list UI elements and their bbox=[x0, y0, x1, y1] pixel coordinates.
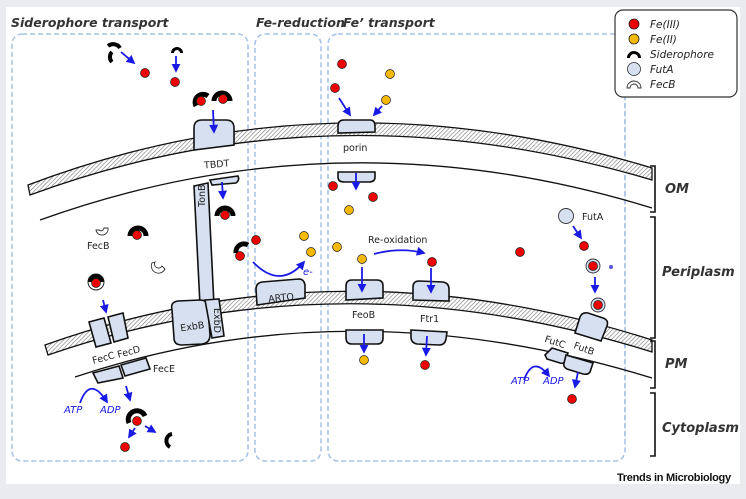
journal-footer: Trends in Microbiology bbox=[617, 472, 732, 484]
legend-fecb-icon bbox=[626, 80, 642, 89]
exbb-label: ExbB bbox=[180, 320, 205, 334]
fe2-ion bbox=[306, 247, 316, 257]
atp-hydrolysis-arrow bbox=[523, 365, 551, 381]
legend-fecb-label: FecB bbox=[650, 79, 675, 91]
fecc-protein bbox=[88, 317, 112, 348]
fe2-ion bbox=[344, 205, 354, 215]
siderophore-fe-complex-icon bbox=[214, 205, 236, 217]
adp-label: ADP bbox=[99, 405, 122, 416]
porin-label: porin bbox=[343, 143, 367, 154]
fe2-ion bbox=[385, 69, 395, 79]
legend-fe2-icon bbox=[628, 33, 640, 45]
small-blue-dot bbox=[609, 265, 613, 269]
fece-label: FecE bbox=[153, 364, 175, 375]
layer-label-pm: PM bbox=[665, 357, 688, 372]
fe3-ion bbox=[251, 235, 261, 245]
reoxidation-label: Re-oxidation bbox=[368, 235, 427, 246]
fece-protein bbox=[91, 365, 125, 384]
futa-label: FutA bbox=[582, 212, 604, 223]
tonb-label: TonB bbox=[197, 184, 208, 208]
arto-protein bbox=[255, 278, 306, 306]
siderophore-fe-complex-icon bbox=[127, 225, 149, 237]
exbd-label: ExbD bbox=[211, 308, 222, 333]
legend-fe3-icon bbox=[628, 18, 640, 30]
adp-label: ADP bbox=[542, 376, 565, 387]
legend-fe2-label: Fe(II) bbox=[650, 34, 677, 46]
futb-protein bbox=[573, 312, 609, 342]
legend-fe3-label: Fe(III) bbox=[650, 19, 680, 31]
siderophore-section-box bbox=[11, 33, 249, 462]
reoxidation-arrow bbox=[373, 246, 426, 256]
fe3-ion bbox=[120, 442, 130, 452]
futb-lower-protein bbox=[563, 353, 595, 376]
fe3-ion bbox=[368, 192, 378, 202]
fe3-ion bbox=[420, 360, 430, 370]
layer-label-cytoplasm: Cytoplasm bbox=[662, 421, 739, 436]
siderophore-fe-complex-icon bbox=[211, 90, 233, 102]
fe3-ion bbox=[328, 181, 338, 191]
outer-membrane-inner-line bbox=[39, 162, 653, 221]
porin-protein bbox=[337, 119, 376, 134]
fecb-label: FecB bbox=[87, 241, 110, 252]
legend-futa-icon bbox=[627, 62, 641, 76]
atp-label: ATP bbox=[63, 405, 83, 416]
fe2-ion bbox=[359, 355, 369, 365]
fe2-ion bbox=[381, 95, 391, 105]
arto-label: ARTO bbox=[268, 292, 295, 306]
siderophore-icon bbox=[171, 47, 183, 53]
ftr1-lower-protein bbox=[410, 329, 448, 346]
tbdt-label: TBDT bbox=[203, 158, 230, 171]
fecc-label: FecC bbox=[91, 350, 116, 367]
iron-uptake-diagram: Siderophore transport Fe-reduction Fe’ t… bbox=[11, 9, 739, 484]
siderophore-icon bbox=[107, 50, 114, 64]
fe3-ion bbox=[427, 257, 437, 267]
exbd-protein bbox=[204, 298, 225, 339]
fe3-ion bbox=[170, 77, 180, 87]
fecb-icon bbox=[95, 227, 109, 236]
siderophore-icon bbox=[164, 432, 173, 449]
ftr1-label: Ftr1 bbox=[420, 314, 439, 325]
siderophore-fe-complex-icon bbox=[192, 91, 210, 108]
layer-label-om: OM bbox=[665, 182, 689, 197]
layer-label-periplasm: Periplasm bbox=[662, 265, 735, 280]
fecd-protein bbox=[107, 312, 129, 343]
atp-label: ATP bbox=[510, 376, 530, 387]
fe3-ion bbox=[330, 83, 340, 93]
legend: Fe(III) Fe(II) Siderophore FutA FecB bbox=[614, 9, 738, 98]
fecb-icon bbox=[150, 261, 166, 274]
futa-icon bbox=[558, 208, 574, 224]
fe3-ion bbox=[337, 59, 347, 69]
atp-hydrolysis-arrow bbox=[79, 387, 108, 404]
futb-label: FutB bbox=[572, 340, 596, 358]
legend-futa-label: FutA bbox=[650, 64, 674, 76]
fe3-ion bbox=[515, 247, 525, 257]
layer-brackets bbox=[650, 165, 656, 457]
exbb-protein bbox=[170, 299, 211, 346]
fe-reduction-section-box bbox=[254, 33, 322, 462]
tbdt-protein bbox=[193, 119, 235, 151]
section-title-fe-reduction: Fe-reduction bbox=[256, 15, 345, 30]
fe3-ion bbox=[567, 394, 577, 404]
legend-siderophore-icon bbox=[627, 51, 641, 58]
fe2-ion bbox=[332, 242, 342, 252]
section-title-fe-transport: Fe’ transport bbox=[343, 15, 436, 30]
tbdt-lower-protein bbox=[208, 175, 240, 186]
section-title-siderophore: Siderophore transport bbox=[11, 15, 170, 30]
fe2-ion bbox=[299, 231, 309, 241]
feob-protein bbox=[345, 279, 384, 301]
reduction-arrow bbox=[252, 260, 306, 277]
feob-label: FeoB bbox=[352, 310, 375, 321]
diagram-canvas: Siderophore transport Fe-reduction Fe’ t… bbox=[6, 7, 740, 484]
siderophore-fe-complex-icon bbox=[125, 408, 148, 424]
fe2-ion bbox=[357, 254, 367, 264]
electron-label: e- bbox=[303, 267, 313, 278]
fe3-ion bbox=[140, 68, 150, 78]
siderophore-fe-complex-icon bbox=[233, 241, 250, 254]
legend-siderophore-label: Siderophore bbox=[650, 49, 714, 61]
fe3-ion bbox=[579, 241, 589, 251]
